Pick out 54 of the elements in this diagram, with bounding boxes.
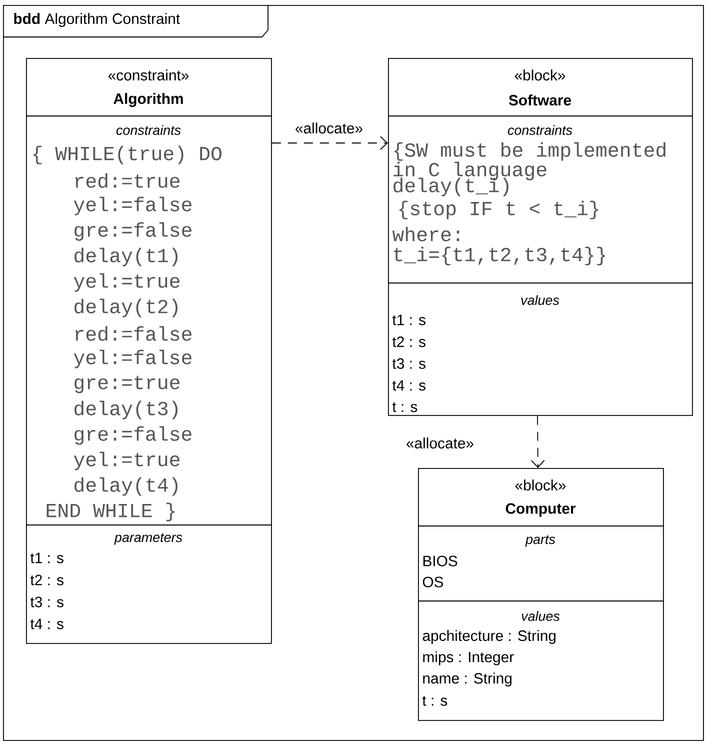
code-line: yel:=true <box>74 273 180 292</box>
compartment-heading: parameters <box>114 533 182 545</box>
code-line: {stop IF t < t_i} <box>399 200 598 220</box>
property-line: OS <box>422 576 444 588</box>
block-box <box>418 468 664 721</box>
property-line: t2 : s <box>30 574 64 586</box>
property-line: mips : Integer <box>423 651 514 666</box>
block-name: Computer <box>506 503 576 517</box>
code-line: gre:=true <box>74 376 180 394</box>
stereotype-label: «constraint» <box>108 70 189 80</box>
property-line: t : s <box>422 696 448 706</box>
code-line: yel:=false <box>74 196 192 216</box>
code-line: gre:=false <box>74 426 192 445</box>
stereotype-label: «block» <box>514 70 566 80</box>
code-line: gre:=false <box>74 222 192 241</box>
dependency-arrow <box>530 415 545 468</box>
diagram-frame <box>2 4 704 741</box>
compartment-heading: parts <box>525 535 556 547</box>
property-line: BIOS <box>423 556 458 566</box>
compartment-heading: values <box>522 611 560 621</box>
property-line: apchitecture : String <box>422 630 556 644</box>
frame-label: bdd Algorithm Constraint <box>14 13 180 27</box>
block-box <box>26 58 272 644</box>
code-line: yel:=false <box>74 350 192 368</box>
property-line: t1 : s <box>392 314 426 326</box>
code-line: delay(t3) <box>74 400 178 420</box>
property-line: t4 : s <box>30 618 64 630</box>
block-name: Software <box>508 94 572 106</box>
compartment-heading: constraints <box>508 125 572 135</box>
code-line: delay(t2) <box>74 298 178 318</box>
dependency-arrow <box>271 136 388 150</box>
property-line: t3 : s <box>392 358 426 369</box>
property-line: t2 : s <box>392 336 426 348</box>
edge-label: «allocate» <box>294 122 364 134</box>
property-line: t4 : s <box>392 380 426 391</box>
code-line: where: <box>392 226 460 242</box>
compartment-heading: values <box>521 295 560 305</box>
property-line: t3 : s <box>30 596 64 608</box>
stereotype-label: «block» <box>515 480 566 490</box>
edge-label: «allocate» <box>404 436 476 450</box>
compartment-heading: constraints <box>116 125 181 135</box>
code-line: red:=true <box>76 173 180 188</box>
property-line: t : s <box>392 402 418 412</box>
block-name: Algorithm <box>114 93 183 107</box>
block-box <box>388 58 693 416</box>
code-line: END WHILE } <box>46 502 174 522</box>
property-line: t1 : s <box>30 552 64 564</box>
property-line: name : String <box>423 672 512 687</box>
code-line: { WHILE(true) DO <box>33 146 222 164</box>
code-line: red:=false <box>76 326 192 341</box>
code-line: delay(t1) <box>74 248 178 266</box>
code-line: yel:=true <box>74 452 180 470</box>
code-line: delay(t4) <box>74 477 178 496</box>
code-line: t_i={t1,t2,t3,t4}} <box>394 246 606 266</box>
